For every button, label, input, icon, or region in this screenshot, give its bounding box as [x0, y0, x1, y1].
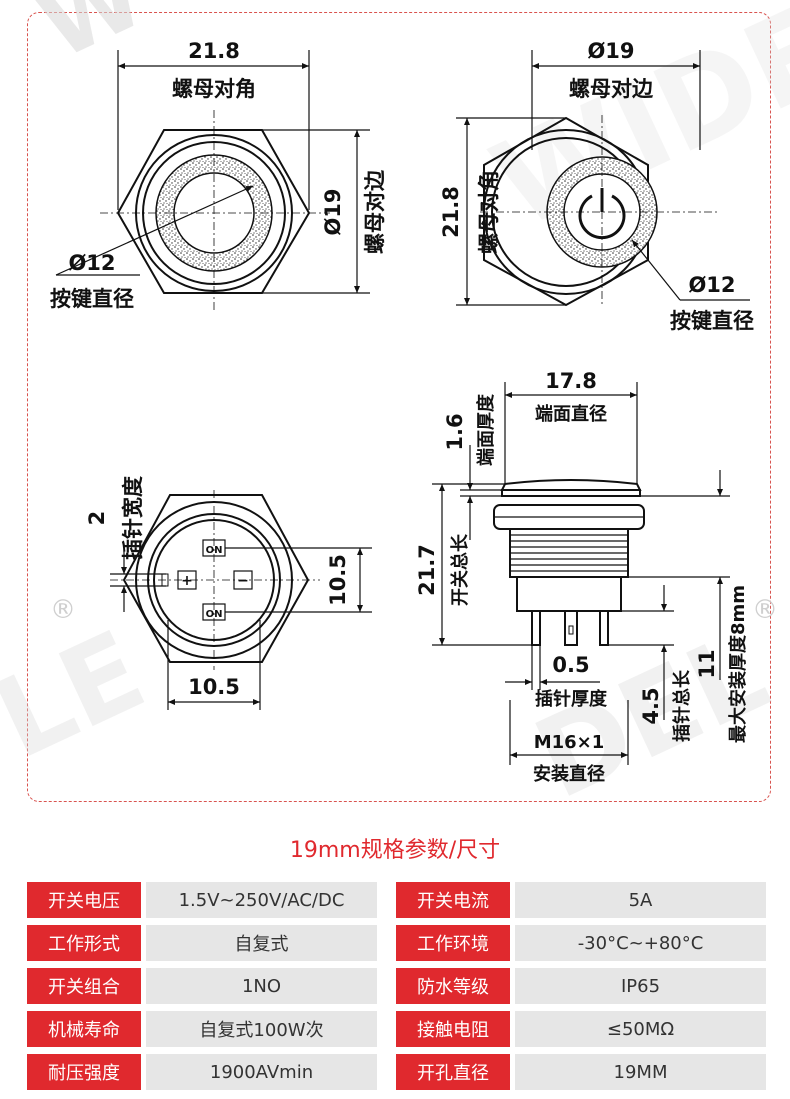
hex-nut-outline	[122, 494, 310, 663]
rear-view: ON ON + − 2 插针宽度 10.5 10.5	[85, 476, 372, 710]
height-caption: 螺母对边	[363, 169, 387, 254]
spec-value: 1900AVmin	[146, 1054, 377, 1090]
spec-key: 开关电压	[27, 882, 141, 918]
spec-row: 工作形式自复式工作环境-30°C~+80°C	[27, 925, 772, 961]
drawing-frame	[27, 12, 771, 802]
pin-center	[564, 610, 578, 646]
height-dimension: 21.8	[439, 186, 463, 238]
button-dimension: Ø12	[688, 273, 735, 297]
pin-thickness-dimension: 0.5	[552, 653, 589, 677]
pin-right	[599, 610, 609, 646]
spec-key: 工作形式	[27, 925, 141, 961]
spec-key: 开关电流	[396, 882, 510, 918]
total-length-dimension: 21.7	[415, 544, 439, 596]
button-caption: 按键直径	[50, 287, 134, 311]
thread-dimension: M16×1	[534, 732, 605, 753]
spec-value: 1.5V~250V/AC/DC	[146, 882, 377, 918]
spec-value: 1NO	[146, 968, 377, 1004]
side-view: 17.8 端面直径 1.6 端面厚度 21.7 开关总长 0.5 插针厚度 4.…	[415, 369, 749, 785]
plus-mark: +	[181, 573, 193, 589]
width-caption: 螺母对边	[569, 77, 654, 101]
pin-length-caption: 插针总长	[671, 669, 693, 742]
spec-value: IP65	[515, 968, 766, 1004]
pin-thickness-caption: 插针厚度	[535, 688, 608, 710]
width-dimension: 21.8	[188, 39, 240, 63]
height-dimension: Ø19	[321, 188, 345, 235]
spec-key: 耐压强度	[27, 1054, 141, 1090]
pin-left	[531, 610, 541, 646]
spec-key: 工作环境	[396, 925, 510, 961]
minus-mark: −	[237, 573, 249, 589]
width-caption: 螺母对角	[172, 77, 256, 101]
total-length-caption: 开关总长	[449, 533, 471, 606]
svg-text:LE: LE	[0, 606, 163, 783]
spec-key: 开关组合	[27, 968, 141, 1004]
spec-key: 开孔直径	[396, 1054, 510, 1090]
height-caption: 螺母对角	[477, 170, 501, 254]
thread-lines	[510, 534, 628, 572]
pin-spacing-horizontal: 10.5	[188, 675, 240, 699]
pin-width-dimension: 2	[85, 511, 109, 526]
spec-key: 接触电阻	[396, 1011, 510, 1047]
face-thickness-dimension: 1.6	[443, 413, 467, 450]
width-dimension: Ø19	[587, 39, 634, 63]
face-dome	[500, 479, 642, 491]
pin-width-caption: 插针宽度	[121, 476, 145, 560]
spec-value: 自复式	[146, 925, 377, 961]
face-thickness-caption: 端面厚度	[475, 393, 497, 466]
rear-housing-side	[516, 576, 622, 612]
button-dimension: Ø12	[68, 251, 115, 275]
power-icon	[578, 194, 626, 240]
front-view-right: Ø19 螺母对边 21.8 螺母对角 Ø12 按键直径	[439, 39, 754, 333]
registered-mark-right: ®	[752, 595, 778, 625]
spec-key: 机械寿命	[27, 1011, 141, 1047]
thread-caption: 安装直径	[533, 763, 605, 785]
spec-value: 19MM	[515, 1054, 766, 1090]
face-diameter-dimension: 17.8	[545, 369, 597, 393]
registered-mark-left: ®	[50, 595, 76, 625]
spec-title: 19mm规格参数/尺寸	[289, 838, 501, 863]
max-install-dimension: 11	[695, 649, 719, 678]
spec-row: 机械寿命自复式100W次接触电阻≤50MΩ	[27, 1011, 772, 1047]
spec-value: 自复式100W次	[146, 1011, 377, 1047]
pin-length-dimension: 4.5	[639, 687, 663, 724]
spec-value: -30°C~+80°C	[515, 925, 766, 961]
front-view-left: 21.8 螺母对角 Ø19 螺母对边 Ø12 按键直径	[50, 39, 387, 311]
button-caption: 按键直径	[670, 309, 754, 333]
pin-spacing-vertical: 10.5	[326, 554, 350, 606]
technical-drawing: W WIDELE LE DEL ® ® 21.8 螺母对角 Ø19 螺母对边 Ø…	[0, 0, 786, 820]
spec-key: 防水等级	[396, 968, 510, 1004]
svg-text:W: W	[25, 0, 159, 80]
spec-value: 5A	[515, 882, 766, 918]
max-install-caption: 最大安装厚度8mm	[727, 585, 749, 743]
spec-value: ≤50MΩ	[515, 1011, 766, 1047]
face-diameter-caption: 端面直径	[535, 403, 607, 425]
